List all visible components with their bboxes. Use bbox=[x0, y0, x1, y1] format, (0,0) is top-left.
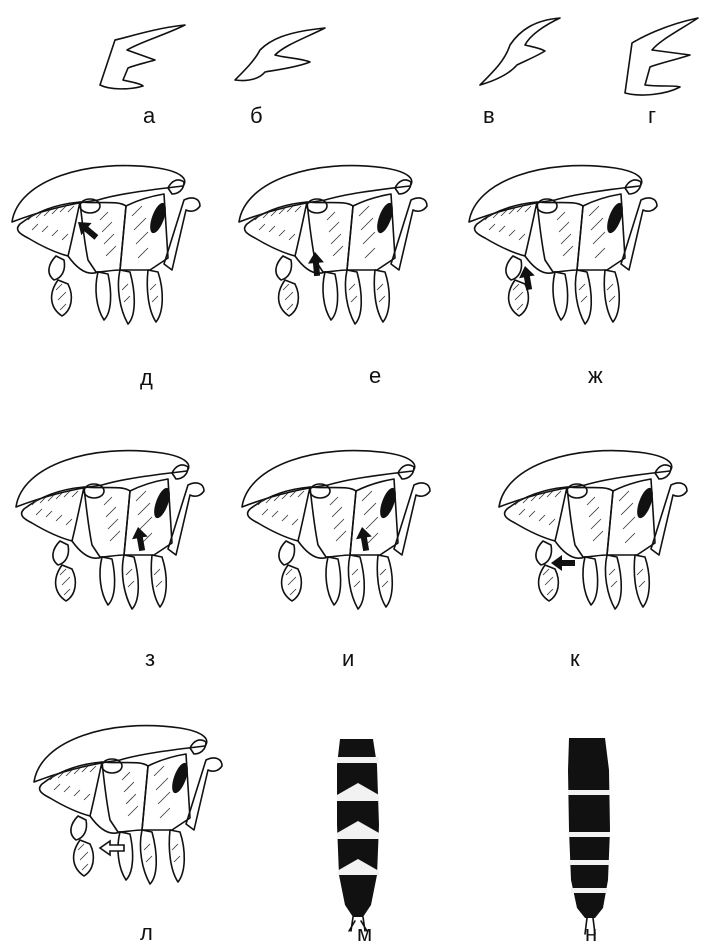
mandible-outline-icon bbox=[95, 20, 205, 100]
thorax-lateral-drawing-icon bbox=[238, 445, 448, 620]
panel-label-m: м bbox=[357, 923, 372, 945]
panel-label-n: н bbox=[585, 923, 597, 945]
panel-g: г bbox=[620, 15, 710, 130]
panel-label-e: е bbox=[369, 365, 381, 387]
panel-b: б bbox=[230, 20, 340, 130]
mandible-outline-icon bbox=[475, 15, 585, 95]
thorax-lateral-drawing-icon bbox=[8, 160, 218, 335]
panel-label-k: к bbox=[570, 648, 580, 670]
panel-label-i: и bbox=[342, 648, 354, 670]
panel-label-d: д bbox=[140, 367, 153, 389]
panel-a: а bbox=[95, 20, 205, 130]
panel-n: н bbox=[555, 730, 625, 945]
panel-label-a: а bbox=[143, 105, 155, 127]
panel-label-b: б bbox=[250, 105, 263, 127]
panel-v: в bbox=[475, 15, 585, 130]
mandible-outline-icon bbox=[620, 15, 705, 100]
solid-arrow-icon bbox=[517, 265, 537, 291]
panel-l bbox=[30, 720, 240, 945]
banded-abdomen-icon bbox=[325, 735, 395, 945]
thorax-lateral-drawing-icon bbox=[235, 160, 445, 335]
mandible-outline-icon bbox=[230, 20, 340, 100]
panel-zh bbox=[465, 160, 675, 390]
panel-label-l: л bbox=[140, 922, 153, 944]
panel-i bbox=[238, 445, 448, 675]
panel-z bbox=[12, 445, 222, 675]
thorax-lateral-drawing-icon bbox=[30, 720, 240, 895]
solid-arrow-icon bbox=[130, 526, 150, 552]
banded-abdomen-icon bbox=[555, 730, 625, 945]
panel-e bbox=[235, 160, 445, 390]
panel-label-zh: ж bbox=[588, 365, 603, 387]
panel-d bbox=[8, 160, 218, 390]
panel-m: м bbox=[325, 735, 395, 945]
open-arrow-icon bbox=[100, 841, 124, 855]
thorax-lateral-drawing-icon bbox=[495, 445, 705, 620]
panel-label-v: в bbox=[483, 105, 495, 127]
thorax-lateral-drawing-icon bbox=[12, 445, 222, 620]
solid-arrow-icon bbox=[73, 216, 102, 244]
thorax-lateral-drawing-icon bbox=[465, 160, 675, 335]
panel-label-g: г bbox=[648, 105, 656, 127]
solid-arrow-icon bbox=[354, 526, 374, 552]
panel-label-z: з bbox=[145, 648, 155, 670]
panel-k bbox=[495, 445, 705, 675]
